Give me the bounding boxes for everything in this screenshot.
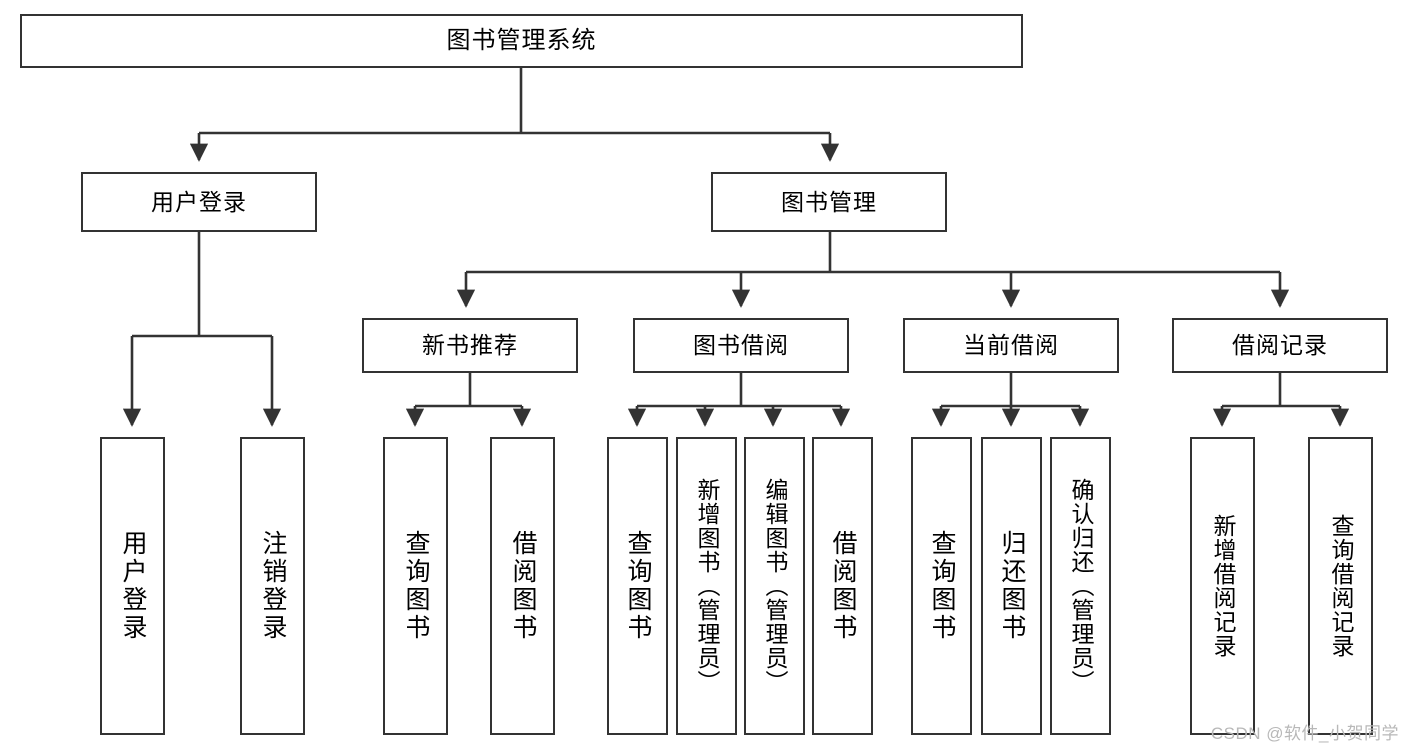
node-label: 用户登录	[151, 188, 247, 215]
node-label: 借阅图书	[509, 530, 537, 642]
leaf-add-book-admin[interactable]: 新增图书（管理员）	[676, 437, 737, 735]
node-root-system[interactable]: 图书管理系统	[20, 14, 1023, 68]
leaf-user-login[interactable]: 用户登录	[100, 437, 165, 735]
node-book-management[interactable]: 图书管理	[711, 172, 947, 232]
node-new-book-recommend[interactable]: 新书推荐	[362, 318, 578, 373]
leaf-confirm-return-admin[interactable]: 确认归还（管理员）	[1050, 437, 1111, 735]
leaf-borrow-book-recommend[interactable]: 借阅图书	[490, 437, 555, 735]
node-user-login[interactable]: 用户登录	[81, 172, 317, 232]
node-label: 用户登录	[119, 530, 147, 642]
leaf-logout[interactable]: 注销登录	[240, 437, 305, 735]
leaf-borrow-book[interactable]: 借阅图书	[812, 437, 873, 735]
leaf-add-borrow-record[interactable]: 新增借阅记录	[1190, 437, 1255, 735]
leaf-query-book-recommend[interactable]: 查询图书	[383, 437, 448, 735]
leaf-return-book[interactable]: 归还图书	[981, 437, 1042, 735]
leaf-query-book-borrow[interactable]: 查询图书	[607, 437, 668, 735]
leaf-edit-book-admin[interactable]: 编辑图书（管理员）	[744, 437, 805, 735]
node-label: 查询图书	[928, 530, 956, 642]
watermark-text: CSDN @软件_小贺同学	[1210, 724, 1399, 743]
node-book-borrow[interactable]: 图书借阅	[633, 318, 849, 373]
node-label: 新增图书（管理员）	[694, 478, 720, 694]
node-label: 确认归还（管理员）	[1068, 478, 1094, 694]
node-label: 当前借阅	[963, 332, 1059, 359]
node-label: 注销登录	[259, 530, 287, 642]
leaf-query-borrow-record[interactable]: 查询借阅记录	[1308, 437, 1373, 735]
node-label: 查询借阅记录	[1328, 514, 1354, 658]
node-label: 图书管理	[781, 188, 877, 215]
node-label: 查询图书	[624, 530, 652, 642]
node-label: 编辑图书（管理员）	[762, 478, 788, 694]
node-current-borrow[interactable]: 当前借阅	[903, 318, 1119, 373]
node-label: 图书管理系统	[446, 27, 597, 54]
node-label: 新书推荐	[422, 332, 518, 359]
node-borrow-record[interactable]: 借阅记录	[1172, 318, 1388, 373]
node-label: 借阅图书	[829, 530, 857, 642]
node-label: 查询图书	[402, 530, 430, 642]
node-label: 图书借阅	[693, 332, 789, 359]
node-label: 新增借阅记录	[1210, 514, 1236, 658]
leaf-query-book-current[interactable]: 查询图书	[911, 437, 972, 735]
node-label: 归还图书	[998, 530, 1026, 642]
node-label: 借阅记录	[1232, 332, 1328, 359]
